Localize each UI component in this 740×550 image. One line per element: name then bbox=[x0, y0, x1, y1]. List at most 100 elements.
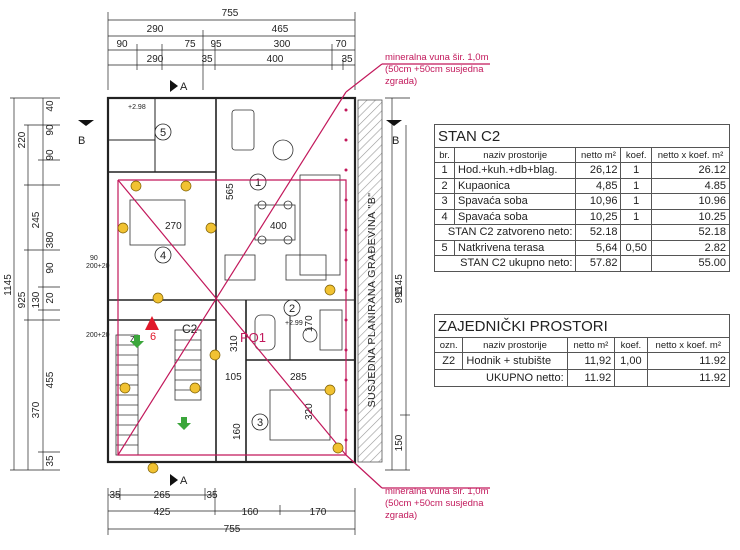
table-row: 4 Spavaća soba 10,25 1 10.25 bbox=[433, 208, 730, 225]
zaj-hdr-netto: netto m² bbox=[566, 337, 616, 353]
apartment-outline bbox=[117, 63, 490, 489]
dim-left-h: 380 bbox=[45, 231, 56, 248]
dim-left-e: 40 bbox=[45, 100, 56, 112]
note-top-line3: zgrada) bbox=[385, 76, 417, 87]
dim-top-9: 35 bbox=[201, 54, 213, 65]
stan-hdr-no: br. bbox=[433, 147, 456, 163]
dim-left-c: 130 bbox=[31, 291, 42, 308]
neighbour-wall-hatch bbox=[357, 99, 383, 463]
cell-total: 2.82 bbox=[651, 239, 730, 256]
zaj-hdr-total: netto x koef. m² bbox=[646, 337, 731, 353]
cell-no: 3 bbox=[433, 193, 456, 210]
top-dimensions bbox=[107, 12, 356, 90]
closed-total-row: STAN C2 zatvoreno neto: 52.18 52.18 bbox=[433, 224, 730, 241]
dim-left-f: 90 bbox=[45, 124, 56, 136]
stan-hdr-total: netto x koef. m² bbox=[651, 147, 730, 163]
dim-160: 160 bbox=[232, 423, 243, 440]
note-top-line1: mineralna vuna šir. 1,0m bbox=[385, 52, 489, 63]
closed-netto: 52.18 bbox=[575, 224, 622, 241]
table-row: 5 Natkrivena terasa 5,64 0,50 2.82 bbox=[433, 239, 730, 256]
dim-top-2: 465 bbox=[272, 24, 289, 35]
cell-netto: 4,85 bbox=[575, 177, 622, 194]
cell-name: Hodnik + stubište bbox=[462, 352, 568, 370]
section-a-top: A bbox=[180, 81, 188, 93]
dim-105: 105 bbox=[225, 372, 242, 383]
stan-c2-table: STAN C2 br. naziv prostorije netto m² ko… bbox=[433, 124, 730, 272]
section-markers bbox=[78, 80, 402, 486]
dim-top-1: 290 bbox=[147, 24, 164, 35]
room-label-3: 3 bbox=[257, 417, 263, 429]
zaj-table-title: ZAJEDNIČKI PROSTORI bbox=[434, 314, 730, 338]
note-bottom-line2: (50cm +50cm susjedna bbox=[385, 498, 484, 509]
label-c2: C2 bbox=[182, 322, 198, 336]
dim-bot-5: 160 bbox=[242, 507, 259, 518]
closed-total: 52.18 bbox=[651, 224, 730, 241]
dim-170: 170 bbox=[304, 315, 315, 332]
cell-total: 26.12 bbox=[651, 162, 730, 179]
cell-total: 10.25 bbox=[651, 208, 730, 225]
right-dimensions bbox=[385, 97, 410, 471]
level-1: +2.98 bbox=[128, 104, 146, 111]
cell-total: 11.92 bbox=[646, 352, 731, 370]
section-a-bottom: A bbox=[180, 475, 188, 487]
cell-total: 4.85 bbox=[651, 177, 730, 194]
dim-right-upper: 995 bbox=[394, 286, 405, 303]
total-total: 55.00 bbox=[651, 255, 730, 272]
cell-netto: 10,96 bbox=[575, 193, 622, 210]
dim-200-a: 200+20 bbox=[86, 263, 110, 270]
cell-no: 4 bbox=[433, 208, 456, 225]
insulation-markers bbox=[344, 108, 348, 442]
stan-table-title: STAN C2 bbox=[434, 124, 730, 148]
dim-top-6: 300 bbox=[274, 39, 291, 50]
cell-no: 5 bbox=[433, 239, 456, 256]
cell-ozn: Z2 bbox=[433, 352, 464, 370]
zaj-hdr-name: naziv prostorije bbox=[462, 337, 568, 353]
dim-bot-6: 170 bbox=[310, 507, 327, 518]
cell-koef: 1 bbox=[620, 162, 653, 179]
cell-name: Natkrivena terasa bbox=[454, 239, 577, 256]
cell-koef: 1,00 bbox=[614, 352, 648, 370]
cell-name: Hod.+kuh.+db+blag. bbox=[454, 162, 577, 179]
entrance-arrow-icon bbox=[145, 316, 159, 330]
dim-left-l: 35 bbox=[45, 455, 56, 467]
cell-no: 1 bbox=[433, 162, 456, 179]
section-b-right: B bbox=[392, 135, 399, 147]
dim-310: 310 bbox=[229, 335, 240, 352]
dim-90-a: 90 bbox=[90, 255, 98, 262]
dim-right-lower: 150 bbox=[394, 434, 405, 451]
furniture bbox=[129, 109, 343, 441]
cell-no: 2 bbox=[433, 177, 456, 194]
dim-bot-total: 755 bbox=[224, 524, 241, 535]
dim-565: 565 bbox=[225, 183, 236, 200]
zaj-hdr-koef: koef. bbox=[614, 337, 648, 353]
room-label-2: 2 bbox=[289, 303, 295, 315]
cell-netto: 26,12 bbox=[575, 162, 622, 179]
dim-left-j: 20 bbox=[45, 292, 56, 304]
dim-400: 400 bbox=[270, 221, 287, 232]
dim-top-4: 75 bbox=[184, 39, 196, 50]
cell-koef: 1 bbox=[620, 177, 653, 194]
cell-netto: 5,64 bbox=[575, 239, 622, 256]
note-top-line2: (50cm +50cm susjedna bbox=[385, 64, 484, 75]
cell-koef: 1 bbox=[620, 208, 653, 225]
dim-left-outer: 1145 bbox=[3, 274, 14, 296]
dim-right-outer: 1145 bbox=[394, 274, 405, 296]
dim-200-b: 200+20 bbox=[86, 332, 110, 339]
cell-total: 10.96 bbox=[651, 193, 730, 210]
table-row: 1 Hod.+kuh.+db+blag. 26,12 1 26.12 bbox=[433, 162, 730, 179]
table-row: 3 Spavaća soba 10,96 1 10.96 bbox=[433, 193, 730, 210]
dim-top-10: 400 bbox=[267, 54, 284, 65]
level-2: +2.99 bbox=[285, 320, 303, 327]
section-b-left: B bbox=[78, 135, 85, 147]
dim-bot-1: 35 bbox=[109, 490, 121, 501]
bottom-dimensions bbox=[107, 488, 356, 535]
green-arrows bbox=[130, 335, 191, 430]
cell-name: Kupaonica bbox=[454, 177, 577, 194]
dim-left-d: 370 bbox=[31, 401, 42, 418]
light-fixtures bbox=[117, 180, 344, 474]
label-entrance-6: 6 bbox=[150, 331, 156, 343]
dim-left-i: 90 bbox=[45, 262, 56, 274]
dim-left-a: 220 bbox=[17, 131, 28, 148]
dim-bot-4: 425 bbox=[154, 507, 171, 518]
table-row: 2 Kupaonica 4,85 1 4.85 bbox=[433, 177, 730, 194]
